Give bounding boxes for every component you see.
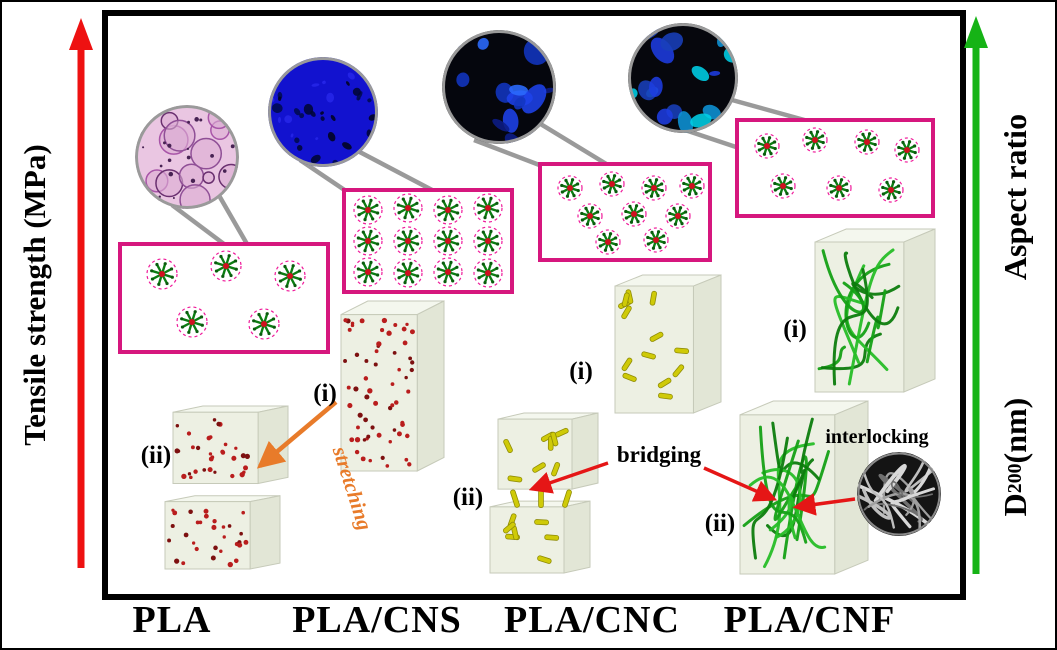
aspect-arrow-head: [964, 16, 988, 48]
cnf-label-i: (i): [783, 316, 807, 343]
pla-cns-micrograph: [268, 57, 378, 167]
x-label-pla-cnf: PLA/CNF: [723, 599, 896, 641]
x-label-pla-cns: PLA/CNS: [292, 599, 462, 641]
pla-crystallite-box: [118, 242, 330, 354]
interlocking-label: interlocking: [825, 426, 929, 448]
x-label-pla: PLA: [132, 599, 212, 641]
pla-cnc-crystallite-box: [538, 162, 712, 262]
cnc-label-ii: (ii): [452, 484, 484, 511]
d200-subscript: 200: [1003, 463, 1026, 494]
interlocking-sem-inset: [857, 452, 941, 536]
pla-label-i: (i): [313, 380, 337, 407]
d200-suffix: (nm): [996, 397, 1033, 464]
pla-cnf-micrograph: [628, 23, 738, 133]
pla-cnf-crystallite-box: [735, 118, 935, 218]
cnf-label-ii: (ii): [704, 510, 736, 537]
pla-cns-crystallite-box: [342, 188, 514, 294]
pla-cnc-micrograph: [442, 30, 556, 144]
left-axis-label: Tensile strength (MPa): [17, 144, 52, 446]
cnc-label-i: (i): [569, 358, 593, 385]
plot-frame: [102, 10, 966, 600]
cnf-specimen-box-ii: [739, 400, 869, 575]
bridging-label: bridging: [616, 442, 702, 467]
pla-specimen-box-ii: [164, 405, 289, 570]
tensile-axis-arrow: [69, 18, 93, 568]
d200-prefix: D: [996, 493, 1033, 517]
tensile-arrow-head: [69, 18, 93, 50]
cnc-specimen-box-i: [614, 274, 722, 414]
x-label-pla-cnc: PLA/CNC: [504, 599, 680, 641]
pla-specimen-box-i: [340, 300, 445, 472]
pla-micrograph: [135, 105, 239, 209]
cnf-specimen-box-i: [814, 228, 936, 393]
pla-label-ii: (ii): [140, 442, 172, 469]
cnc-specimen-box-ii: [489, 412, 599, 574]
aspect-axis-arrow: [964, 16, 988, 574]
